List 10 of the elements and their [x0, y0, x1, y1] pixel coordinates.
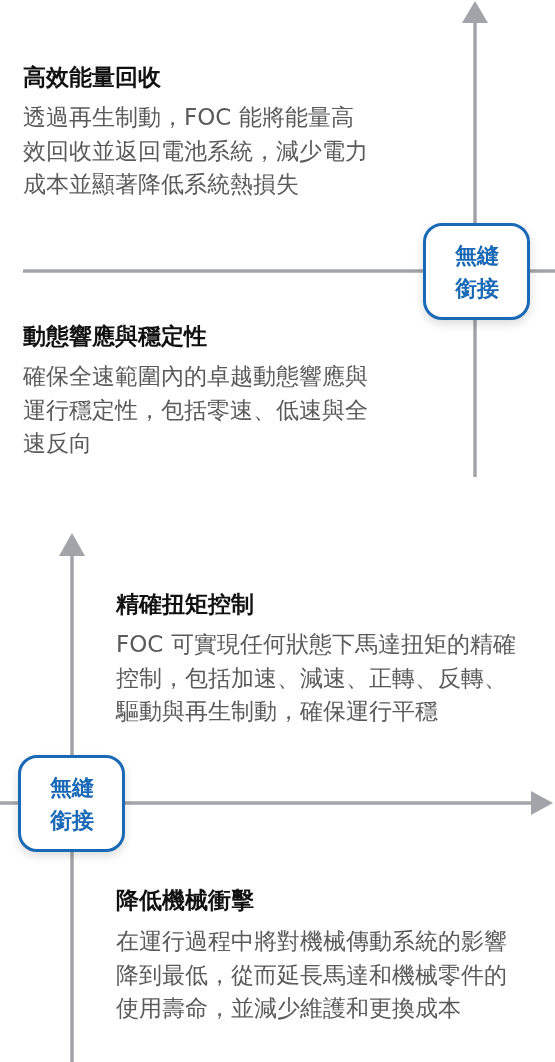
section-heading: 降低機械衝擊 — [116, 886, 254, 915]
junction-badge: 無縫銜接 — [18, 755, 125, 852]
junction-badge: 無縫銜接 — [423, 223, 530, 320]
section-heading: 高效能量回收 — [23, 63, 161, 92]
description-text: FOC 可實現任何狀態下馬達扭矩的精確控制，包括加速、減速、正轉、反轉、驅動與再生制動，確保運行平穩 — [116, 630, 517, 726]
description-text: 在運行過程中將對機械傳動系統的影響降到最低，從而延長馬達和機械零件的使用壽命，並減少維護和更換成本 — [116, 927, 508, 1023]
description-text: 確保全速範圍內的卓越動態響應與運行穩定性，包括零速、低速與全速反向 — [23, 362, 369, 458]
description-text: 透過再生制動，FOC 能將能量高效回收並返回電池系統，減少電力成本並顯著降低系統熱損失 — [23, 103, 369, 199]
section-heading: 動態響應與穩定性 — [23, 322, 207, 351]
section-heading: 精確扭矩控制 — [116, 590, 254, 619]
